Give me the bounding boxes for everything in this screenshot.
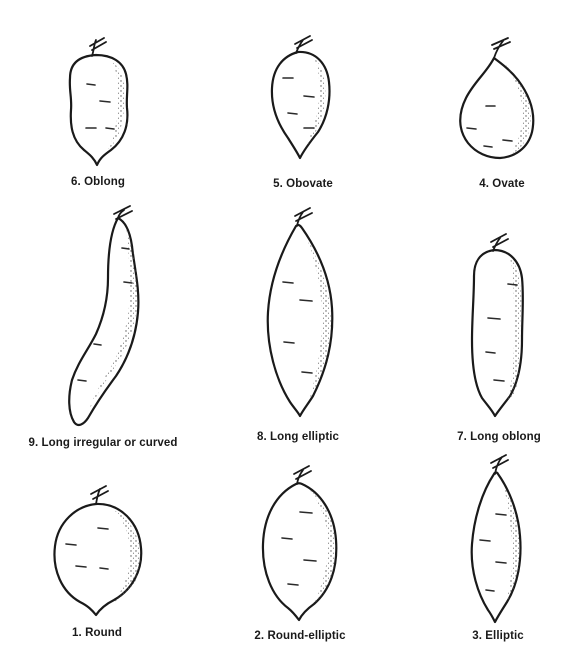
long-irregular-curved-tuber-icon xyxy=(69,206,138,425)
shape-label-obovate: 5. Obovate xyxy=(273,178,333,190)
elliptic-tuber-icon xyxy=(472,455,521,622)
shape-label-long-irregular-curved: 9. Long irregular or curved xyxy=(28,437,177,449)
long-oblong-tuber-icon xyxy=(472,234,523,416)
oblong-tuber-icon xyxy=(70,38,128,165)
shape-label-round: 1. Round xyxy=(72,627,122,639)
shape-label-oblong: 6. Oblong xyxy=(71,176,125,188)
shape-label-long-oblong: 7. Long oblong xyxy=(457,431,541,443)
round-elliptic-tuber-icon xyxy=(263,466,336,620)
long-elliptic-tuber-icon xyxy=(268,208,333,416)
shape-label-round-elliptic: 2. Round-elliptic xyxy=(254,630,345,642)
shape-label-long-elliptic: 8. Long elliptic xyxy=(257,431,339,443)
ovate-tuber-icon xyxy=(460,38,533,158)
shape-label-elliptic: 3. Elliptic xyxy=(472,630,524,642)
shape-label-ovate: 4. Ovate xyxy=(479,178,525,190)
obovate-tuber-icon xyxy=(272,36,330,158)
round-tuber-icon xyxy=(54,486,141,615)
